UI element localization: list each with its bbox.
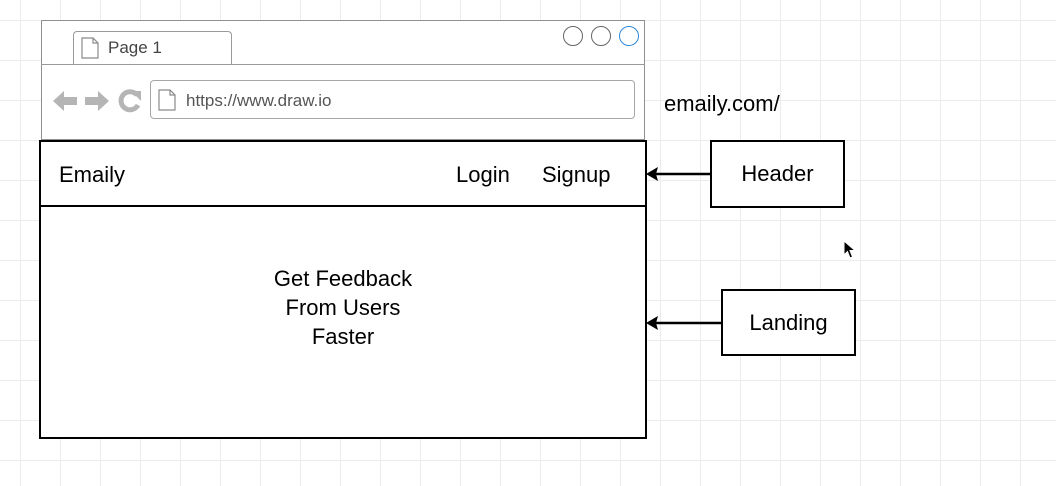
url-text: https://www.draw.io (186, 91, 332, 110)
login-link[interactable]: Login (456, 162, 510, 187)
landing-headline: Get Feedback From Users Faster (243, 264, 443, 351)
landing-annotation-box: Landing (721, 289, 856, 356)
cursor-icon (843, 239, 857, 265)
url-bar[interactable] (150, 80, 635, 119)
landing-annotation-label: Landing (749, 309, 828, 335)
arrow-left-icon[interactable] (52, 89, 78, 118)
header-arrow (646, 167, 711, 181)
headline-line: Faster (311, 324, 375, 349)
tab-divider (41, 64, 645, 65)
headline-line: From Users (285, 295, 401, 320)
landing-arrow (646, 316, 723, 330)
header-annotation-label: Header (741, 161, 814, 186)
page-icon (81, 37, 99, 59)
connector-arrows (646, 167, 723, 330)
tab-label: Page 1 (108, 38, 162, 57)
reload-icon[interactable] (117, 89, 143, 118)
arrow-right-icon[interactable] (84, 89, 110, 118)
signup-link[interactable]: Signup (542, 162, 611, 187)
window-button-circle[interactable] (591, 26, 611, 46)
brand-label: Emaily (59, 162, 126, 187)
browser-tab[interactable] (73, 31, 232, 65)
window-button-circle-blue[interactable] (619, 26, 639, 46)
page-icon (158, 89, 176, 111)
header-annotation-box: Header (710, 140, 845, 208)
route-label: emaily.com/ (664, 91, 780, 116)
window-button-circle[interactable] (563, 26, 583, 46)
headline-line: Get Feedback (273, 266, 413, 291)
landing-box (39, 205, 647, 439)
